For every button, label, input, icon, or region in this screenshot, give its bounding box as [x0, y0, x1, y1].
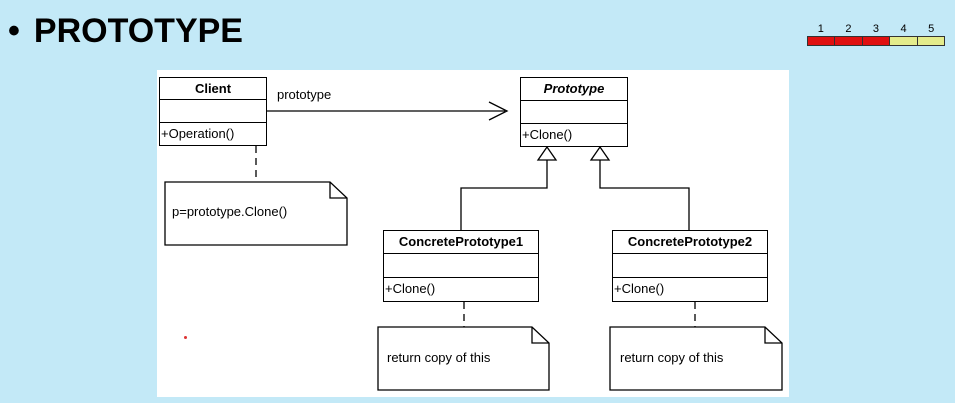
note-fold-client: [329, 182, 347, 199]
rating-label-5: 5: [928, 23, 935, 35]
inheritance-triangle-2: [589, 145, 611, 161]
note-shape-c1: [377, 326, 550, 391]
note-client-text: p=prototype.Clone(): [172, 204, 288, 219]
inheritance-line-2: [599, 160, 690, 230]
class-client-name: Client: [160, 78, 266, 101]
note-shape-client: [164, 181, 348, 246]
slide-title: • PROTOTYPE: [8, 12, 243, 51]
rating-labels: 1 2 3 4 5: [807, 22, 945, 36]
class-concrete2-operation: +Clone(): [614, 281, 665, 296]
rating-bar: [807, 36, 945, 46]
rating-segment-2: [835, 37, 863, 45]
note-fold-c2: [764, 327, 782, 344]
inheritance-line-1: [460, 160, 548, 230]
class-concrete-prototype-1: ConcretePrototype1 +Clone(): [383, 230, 539, 302]
rating-label-4: 4: [900, 23, 907, 35]
stray-mark: [184, 336, 187, 339]
note-shape-c2: [609, 326, 783, 391]
rating-label-1: 1: [817, 23, 824, 35]
class-concrete2-name: ConcretePrototype2: [613, 231, 767, 254]
rating-label-2: 2: [845, 23, 852, 35]
class-prototype-attributes: [521, 101, 627, 124]
class-prototype-operation: +Clone(): [522, 127, 573, 142]
association-arrowhead: [488, 101, 509, 121]
class-client: Client +Operation(): [159, 77, 267, 146]
rating-segment-1: [808, 37, 836, 45]
diagram-connectors: [164, 101, 783, 391]
class-client-attributes: [160, 100, 266, 123]
association-label: prototype: [277, 87, 332, 102]
note-c1-text: return copy of this: [387, 350, 491, 365]
title-text: PROTOTYPE: [33, 12, 243, 50]
bullet: •: [8, 12, 20, 50]
difficulty-rating: 1 2 3 4 5: [807, 22, 945, 48]
rating-label-3: 3: [872, 23, 880, 35]
rating-segment-5: [917, 37, 945, 45]
note-c2-text: return copy of this: [620, 350, 724, 365]
class-prototype: Prototype +Clone(): [520, 77, 628, 147]
inheritance-triangle-1: [536, 145, 558, 161]
class-concrete1-operation: +Clone(): [385, 281, 436, 296]
class-concrete2-attributes: [613, 254, 767, 278]
class-concrete1-attributes: [384, 254, 538, 278]
note-fold-c1: [531, 327, 549, 344]
uml-diagram: Client +Operation() prototype Prototype …: [157, 70, 789, 397]
rating-segment-3: [862, 37, 891, 45]
rating-segment-4: [890, 37, 918, 45]
class-client-operation: +Operation(): [161, 126, 235, 141]
class-concrete1-name: ConcretePrototype1: [384, 231, 538, 254]
class-concrete-prototype-2: ConcretePrototype2 +Clone(): [612, 230, 768, 302]
class-prototype-name: Prototype: [521, 78, 627, 101]
